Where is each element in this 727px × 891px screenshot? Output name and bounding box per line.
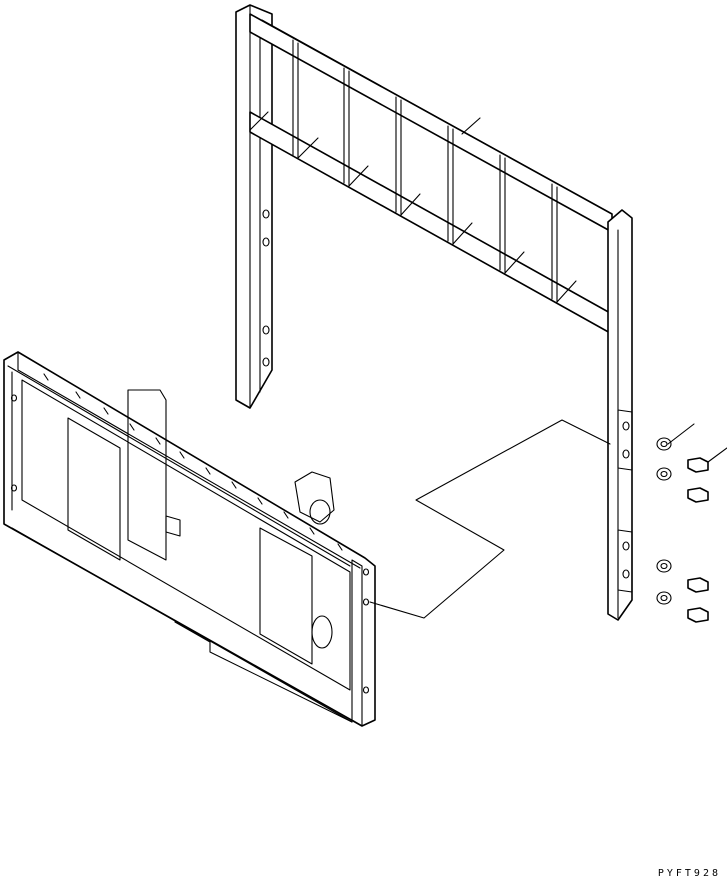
backrest-slats: [249, 39, 577, 303]
load-backrest: [235, 4, 633, 621]
drawing-code: PYFT928: [657, 868, 721, 879]
washers: [656, 437, 672, 605]
fork-carriage: [3, 351, 376, 727]
upright-holes: [262, 209, 630, 579]
bolts: [687, 457, 709, 623]
assembly-leader-line: [369, 419, 611, 619]
carriage-notches: [43, 373, 343, 551]
